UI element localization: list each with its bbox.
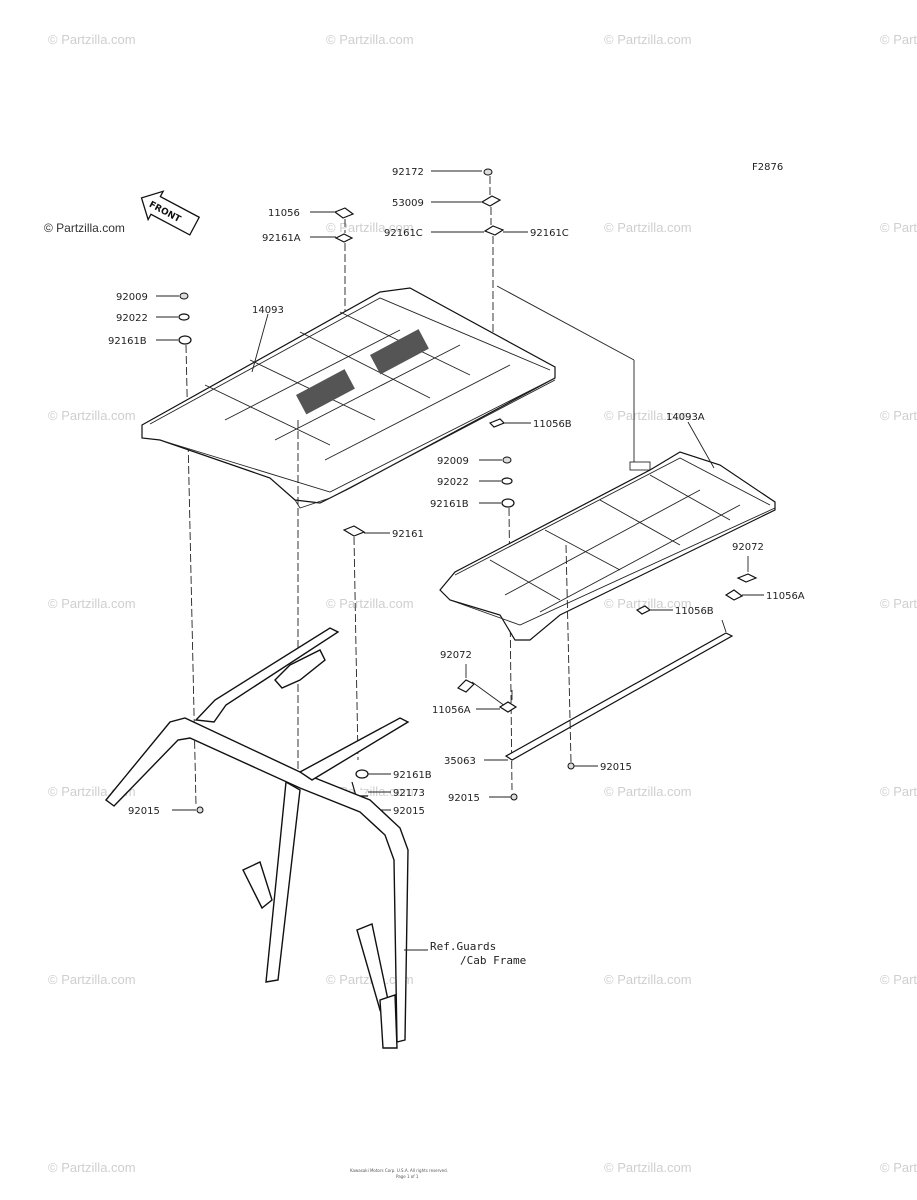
bolt-92009 (179, 292, 189, 300)
label-92072: 92072 (732, 542, 764, 553)
bolt-92172 (483, 168, 493, 176)
bracket-11056A (724, 589, 744, 601)
label-11056B-b: 11056B (675, 606, 714, 617)
watermark: © Partzilla.com (326, 32, 414, 47)
watermark: © Partzilla.com (48, 408, 136, 423)
watermark: © Partzilla.com (326, 596, 414, 611)
watermark: © Partzilla.com (48, 32, 136, 47)
watermark: © Partzilla.com (604, 784, 692, 799)
label-92015-d: 92015 (128, 806, 160, 817)
watermark: © Partzilla.com (604, 972, 692, 987)
label-53009: 53009 (392, 198, 424, 209)
label-92015: 92015 (600, 762, 632, 773)
nut-92015 (567, 762, 575, 770)
reference-line-2: /Cab Frame (460, 954, 526, 967)
nut-92015-d (196, 806, 204, 814)
roof-panel-rear (439, 451, 776, 641)
hardware-stack-rear (480, 168, 505, 236)
label-92009: 92009 (116, 292, 148, 303)
clamp-92072-b (456, 679, 476, 693)
label-92161A: 92161A (262, 233, 301, 244)
watermark: © Partzilla.com (48, 1160, 136, 1175)
watermark: © Partzilla.com (604, 32, 692, 47)
watermark: © Partzilla.com (48, 972, 136, 987)
cap-92161B-c (355, 769, 369, 779)
watermark: © Partzilla.com (880, 1160, 917, 1175)
label-11056B: 11056B (533, 419, 572, 430)
bracket-11056A-b (498, 701, 518, 713)
label-92161C-right: 92161C (530, 228, 569, 239)
label-92015-b: 92015 (448, 793, 480, 804)
label-14093: 14093 (252, 305, 284, 316)
washer-92022 (178, 313, 190, 321)
nut-92015-b (510, 793, 518, 801)
cap-92161B-b (501, 498, 515, 508)
label-92022: 92022 (116, 313, 148, 324)
watermark: © Partzilla.com (604, 596, 692, 611)
label-92161B-c: 92161B (393, 770, 432, 781)
cap-92161A (334, 233, 354, 243)
label-92161B-b: 92161B (430, 499, 469, 510)
label-92022-b: 92022 (437, 477, 469, 488)
bracket-11056 (333, 207, 355, 219)
watermark: © Partzilla.com (880, 32, 917, 47)
label-92009-b: 92009 (437, 456, 469, 467)
label-11056: 11056 (268, 208, 300, 219)
cap-92161C (483, 225, 505, 236)
label-11056A: 11056A (766, 591, 805, 602)
label-92015-c: 92015 (393, 806, 425, 817)
label-92172: 92172 (392, 167, 424, 178)
roof-panel-front (141, 287, 556, 509)
footer-line-2: Page 1 of 1 (396, 1174, 419, 1179)
watermark: © Partzilla.com (604, 1160, 692, 1175)
watermark: © Partzilla.com (880, 972, 917, 987)
cap-92161B (178, 335, 192, 345)
bracket-11056B (488, 418, 506, 428)
clip-53009 (480, 195, 502, 207)
figure-code: F2876 (752, 162, 783, 173)
cab-frame (104, 627, 410, 1049)
partzilla-logo: © Partzilla.com (44, 221, 125, 235)
watermark: © Partzilla.com (604, 220, 692, 235)
watermark: © Partzilla.com (880, 596, 917, 611)
washer-92022-b (501, 477, 513, 485)
watermark: © Partzilla.com (880, 408, 917, 423)
seal-strip-35063 (504, 632, 734, 761)
bolt-92009-b (502, 456, 512, 464)
watermark: © Partzilla.com (880, 784, 917, 799)
label-92072-b: 92072 (440, 650, 472, 661)
label-92161C: 92161C (384, 228, 423, 239)
label-11056A-b: 11056A (432, 705, 471, 716)
label-35063: 35063 (444, 756, 476, 767)
label-92173: 92173 (393, 788, 425, 799)
watermark: © Partzilla.com (48, 596, 136, 611)
reference-line-1: Ref.Guards (430, 940, 496, 953)
label-92161: 92161 (392, 529, 424, 540)
label-92161B: 92161B (108, 336, 147, 347)
clamp-92072 (736, 573, 758, 583)
plate-92161 (342, 525, 366, 537)
label-14093A: 14093A (666, 412, 705, 423)
watermark: © Partzilla.com (604, 408, 692, 423)
front-arrow-icon: FRONT (140, 190, 201, 236)
footer-line-1: Kawasaki Motors Corp. U.S.A. All rights … (350, 1168, 448, 1173)
watermark: © Partzilla.com (880, 220, 917, 235)
watermark: © Partzilla.com (326, 220, 414, 235)
watermark: © Partzilla.com (326, 972, 414, 987)
